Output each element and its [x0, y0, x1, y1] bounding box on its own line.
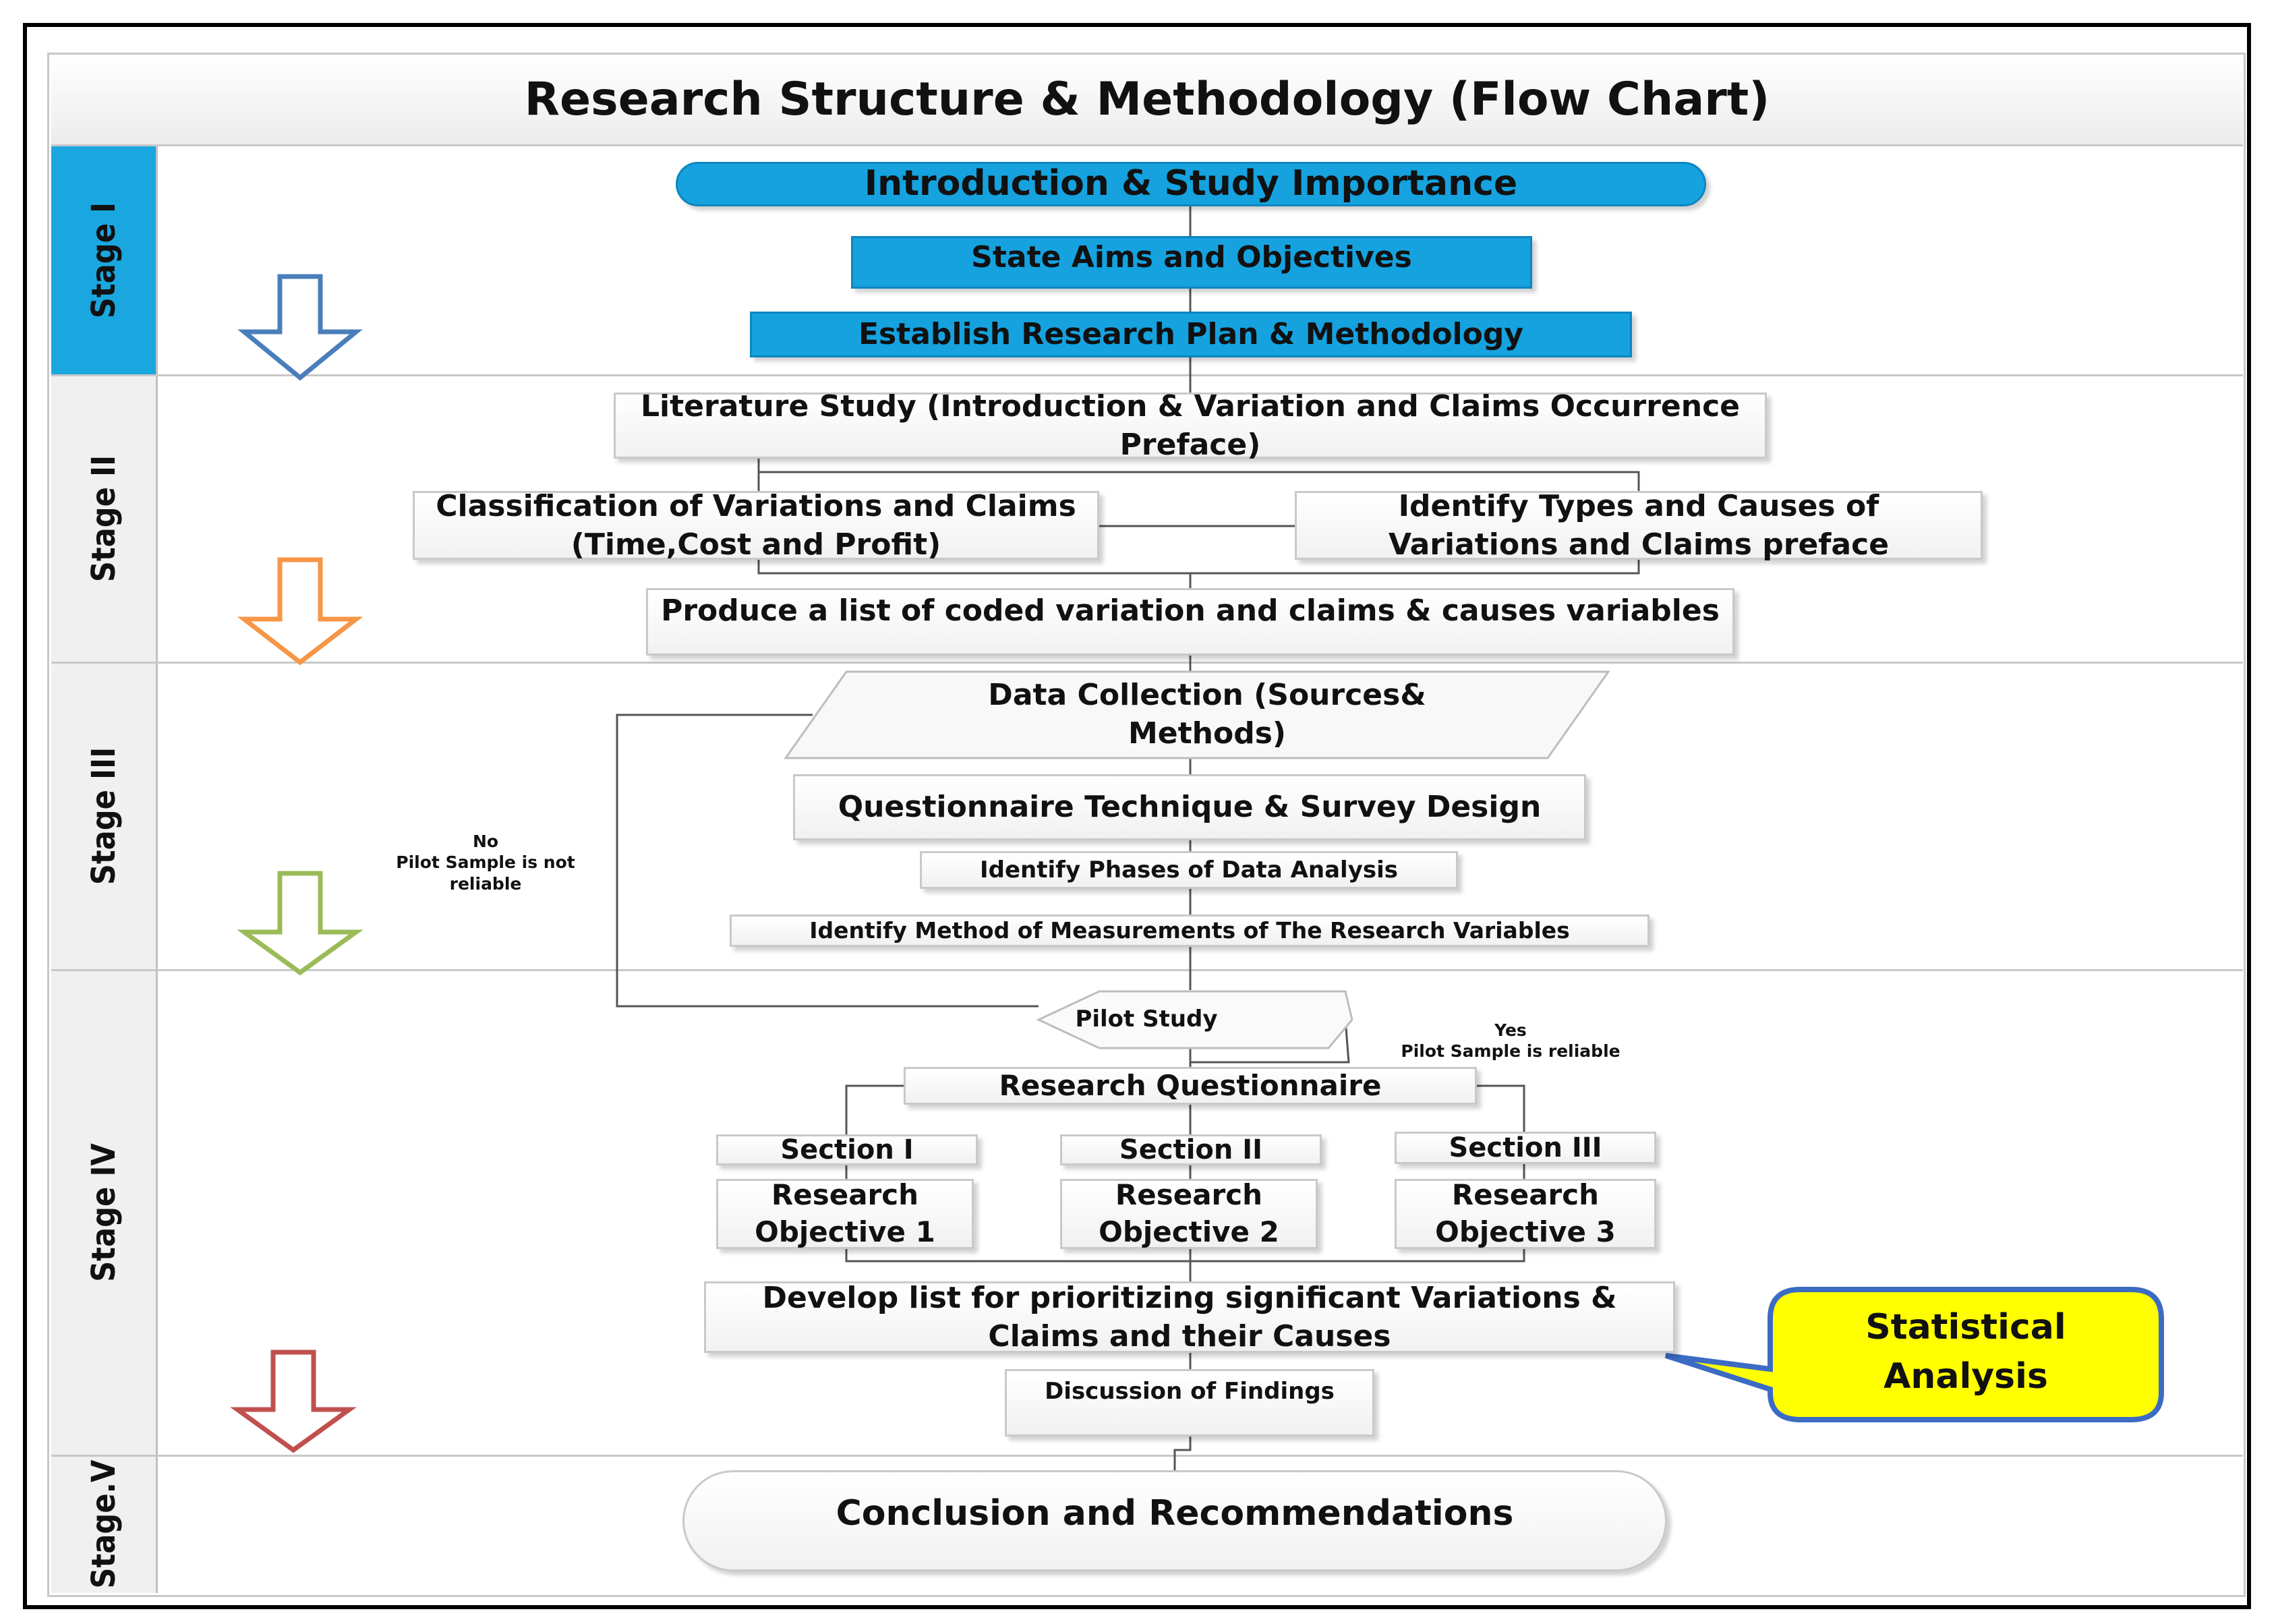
produce-list-box: Produce a list of coded variation and cl… [646, 588, 1734, 656]
reliable-note: Yes Pilot Sample is reliable [1369, 1020, 1652, 1062]
reliable-text: Pilot Sample is reliable [1401, 1041, 1620, 1062]
section-1-box: Section I [716, 1134, 978, 1165]
intro-box: Introduction & Study Importance [676, 162, 1706, 206]
aims-box: State Aims and Objectives [851, 236, 1532, 289]
identify-types-box: Identify Types and Causes of Variations … [1295, 489, 1983, 562]
research-questionnaire-box: Research Questionnaire [904, 1067, 1477, 1105]
measurements-box: Identify Method of Measurements of The R… [730, 915, 1649, 947]
plan-box: Establish Research Plan & Methodology [750, 312, 1632, 357]
reliable-label: reliable [449, 873, 522, 894]
data-collection-shape: Data Collection (Sources& Methods) [988, 677, 1426, 751]
develop-list-box: Develop list for prioritizing significan… [704, 1281, 1675, 1354]
objective-3-box: Research Objective 3 [1395, 1178, 1656, 1249]
stage-3-column: Stage III [51, 662, 158, 970]
questionnaire-box: Questionnaire Technique & Survey Design [793, 774, 1586, 840]
stage-4-column: Stage IV [51, 970, 158, 1455]
literature-box: Literature Study (Introduction & Variati… [614, 389, 1767, 462]
divider [51, 1455, 2243, 1457]
chart-title: Research Structure & Methodology (Flow C… [51, 55, 2243, 146]
stage-5-column: Stage.V [51, 1455, 158, 1593]
divider [51, 662, 2243, 664]
section-2-box: Section II [1060, 1134, 1322, 1165]
objective-2-box: Research Objective 2 [1060, 1178, 1318, 1249]
not-reliable-label: Pilot Sample is not [396, 852, 575, 873]
divider [51, 144, 2243, 146]
stage-2-column: Stage II [51, 375, 158, 662]
phases-box: Identify Phases of Data Analysis [920, 851, 1458, 889]
divider [51, 969, 2243, 971]
conclusion-box: Conclusion and Recommendations [682, 1470, 1667, 1571]
yes-label: Yes [1494, 1020, 1527, 1040]
discussion-box: Discussion of Findings [1005, 1369, 1374, 1437]
no-label: No [472, 832, 499, 851]
pilot-study-label: Pilot Study [1075, 1006, 1218, 1033]
objective-1-box: Research Objective 1 [716, 1178, 974, 1249]
not-reliable-note: No Pilot Sample is not reliable [378, 831, 593, 894]
classification-box: Classification of Variations and Claims … [413, 489, 1099, 562]
divider [51, 374, 2243, 376]
section-3-box: Section III [1395, 1132, 1656, 1164]
statistical-analysis-callout: Statistical Analysis [1865, 1307, 2066, 1397]
stage-1-column: Stage I [51, 146, 158, 375]
